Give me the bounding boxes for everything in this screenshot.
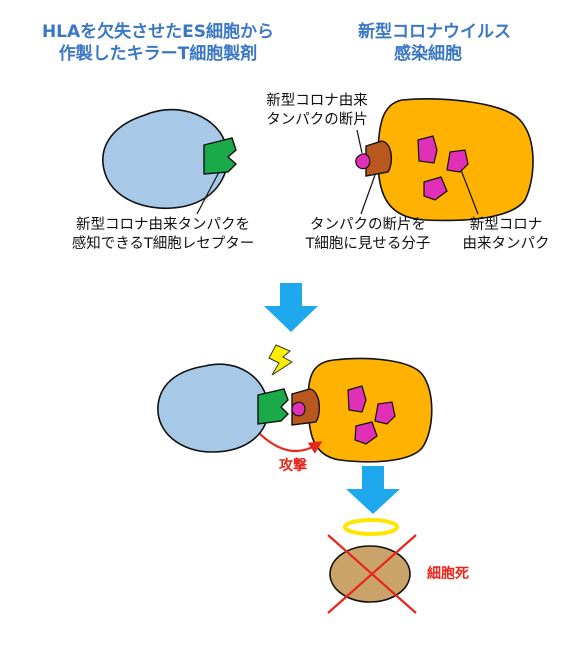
- down-arrow-2: [346, 466, 400, 514]
- header-right: 新型コロナウイルス 感染細胞: [358, 22, 511, 66]
- header-right-line2: 感染細胞: [394, 43, 462, 64]
- header-left-line2: 作製したキラーT細胞製剤: [58, 43, 258, 64]
- label-mhc-molecule: タンパクの断片を T細胞に見せる分子: [298, 216, 438, 253]
- cross-mark-line-2: [327, 534, 417, 614]
- cell-death-label: 細胞死: [427, 566, 469, 582]
- label-viral-fragment-line1: 新型コロナ由来: [266, 93, 368, 109]
- infected-cell-middle: [307, 357, 433, 463]
- label-t-cell-receptor-line1: 新型コロナ由来タンパクを: [76, 217, 250, 233]
- header-right-line1: 新型コロナウイルス: [358, 22, 511, 42]
- viral-fragment-middle: [291, 401, 306, 417]
- down-arrow-1: [264, 283, 318, 332]
- t-cell-receptor-top: [203, 137, 238, 175]
- viral-protein-middle-2: [374, 401, 396, 425]
- viral-protein-3: [423, 176, 448, 201]
- label-mhc-molecule-line1: タンパクの断片を: [310, 217, 426, 233]
- viral-protein-middle-1: [347, 385, 367, 413]
- t-cell-top: [102, 108, 229, 210]
- label-viral-protein: 新型コロナ 由来タンパク: [456, 216, 556, 253]
- leader-fragment: [356, 129, 363, 154]
- viral-fragment-top: [355, 153, 371, 170]
- header-left-line1: HLAを欠失させたES細胞から: [41, 22, 275, 42]
- label-viral-fragment: 新型コロナ由来 タンパクの断片: [252, 92, 382, 129]
- viral-protein-1: [417, 135, 438, 164]
- halo-icon: [343, 518, 399, 536]
- leader-mhc: [360, 174, 376, 215]
- label-t-cell-receptor: 新型コロナ由来タンパクを 感知できるT細胞レセプター: [58, 216, 268, 253]
- leader-receptor: [196, 171, 220, 215]
- viral-protein-2: [446, 149, 469, 173]
- label-viral-fragment-line2: タンパクの断片: [266, 111, 368, 128]
- header-left: HLAを欠失させたES細胞から 作製したキラーT細胞製剤: [34, 22, 282, 66]
- t-cell-middle: [157, 363, 269, 453]
- lightning-icon: [268, 344, 293, 376]
- leader-protein: [460, 169, 479, 215]
- mhc-molecule-top: [365, 140, 393, 177]
- label-viral-protein-line1: 新型コロナ: [469, 217, 543, 233]
- label-mhc-molecule-line2: T細胞に見せる分子: [305, 235, 431, 252]
- dead-cell: [329, 545, 411, 603]
- attack-label: 攻撃: [279, 458, 307, 474]
- viral-protein-middle-3: [354, 421, 378, 445]
- t-cell-receptor-middle: [257, 388, 289, 425]
- attack-arrow: [259, 433, 323, 454]
- label-t-cell-receptor-line2: 感知できるT細胞レセプター: [71, 235, 255, 252]
- label-viral-protein-line2: 由来タンパク: [462, 235, 550, 252]
